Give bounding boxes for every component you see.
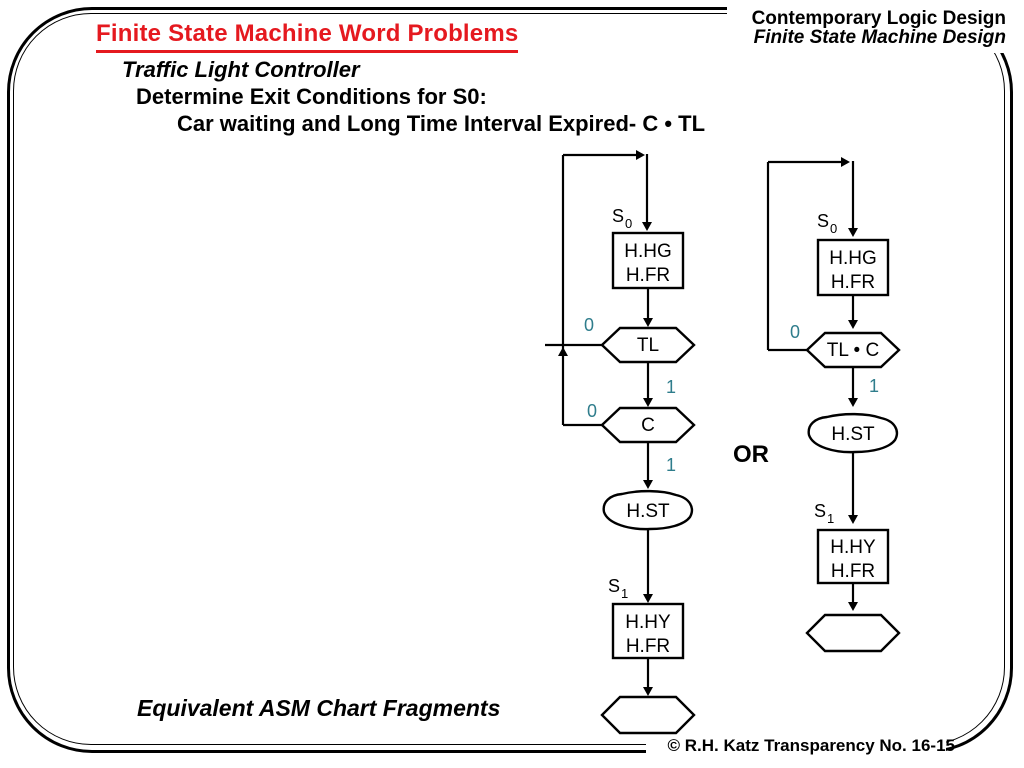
left-entry-arrow-icon [642,222,652,231]
left-state1-output1: H.HY [625,612,671,633]
left-s0-subscript: 0 [625,216,632,231]
left-decision-tl-label: TL [637,335,659,356]
left-s1-subscript: 1 [621,586,628,601]
asm-fragment-right: S 0 H.HG H.FR TL • C 0 1 H.ST S 1 H.HY H… [766,157,901,653]
left-s0-label: S [612,206,624,226]
right-entry-arrow-icon [848,228,858,237]
right-s1-label: S [814,501,826,521]
exit-condition-text: Car waiting and Long Time Interval Expir… [177,111,706,136]
diagram-caption: Equivalent ASM Chart Fragments [137,695,501,721]
left-loop-arrow-icon [636,150,645,160]
left-c-false-label: 0 [587,401,597,421]
left-decision-tl [600,326,696,364]
right-next-decision-empty [805,613,901,653]
left-arrow-icon [643,687,653,696]
right-false-label: 0 [790,322,800,342]
right-state0-output2: H.FR [831,272,875,293]
left-output-label: H.ST [626,501,670,522]
course-header: Contemporary Logic Design Finite State M… [700,9,1006,47]
right-output-label: H.ST [831,424,875,445]
problem-statement: Determine Exit Conditions for S0: [136,84,487,109]
left-arrow-icon [643,480,653,489]
right-arrow-icon [848,602,858,611]
left-state0-box [611,231,685,290]
left-arrow-icon [643,318,653,327]
asm-fragment-left: S 0 H.HG H.FR TL 0 1 C 0 1 H.ST S 1 H.HY [545,150,696,735]
right-arrow-icon [848,515,858,524]
left-c-true-label: 1 [666,455,676,475]
or-label: OR [733,441,769,468]
right-state0-output1: H.HG [829,248,877,269]
slide-border-outer [7,7,1013,753]
left-state0-output2: H.FR [626,265,670,286]
right-s0-label: S [817,211,829,231]
left-arrow-icon [643,398,653,407]
right-loop-arrow-icon [841,157,850,167]
left-state1-output2: H.FR [626,636,670,657]
left-decision-c-label: C [641,415,655,436]
right-s1-subscript: 1 [827,511,834,526]
right-true-label: 1 [869,376,879,396]
right-decision-tlc [805,331,901,369]
credit-line: © R.H. Katz Transparency No. 16-15 [667,736,955,755]
left-arrow-icon [643,594,653,603]
right-state1-output2: H.FR [831,561,875,582]
left-state0-output1: H.HG [624,241,672,262]
left-next-decision-empty [600,695,696,735]
right-state1-box [816,528,890,585]
course-subtitle: Finite State Machine Design [753,27,1006,48]
slide-border-inner [13,13,1005,745]
right-s0-subscript: 0 [830,221,837,236]
left-output-oval [602,489,694,531]
left-tl-true-label: 1 [666,377,676,397]
border-gap-footer [646,739,946,768]
border-gap-header [727,0,1007,53]
course-name: Contemporary Logic Design [751,8,1006,29]
topic-title: Traffic Light Controller [122,57,360,82]
left-merge-up-arrow-icon [558,347,568,356]
left-state1-box [611,602,685,660]
left-s1-label: S [608,576,620,596]
left-decision-c [600,406,696,444]
page-title: Finite State Machine Word Problems [96,20,519,53]
right-arrow-icon [848,320,858,329]
right-state1-output1: H.HY [830,537,876,558]
right-output-oval [807,412,899,454]
left-tl-false-label: 0 [584,315,594,335]
right-arrow-icon [848,398,858,407]
right-decision-tlc-label: TL • C [827,340,879,361]
